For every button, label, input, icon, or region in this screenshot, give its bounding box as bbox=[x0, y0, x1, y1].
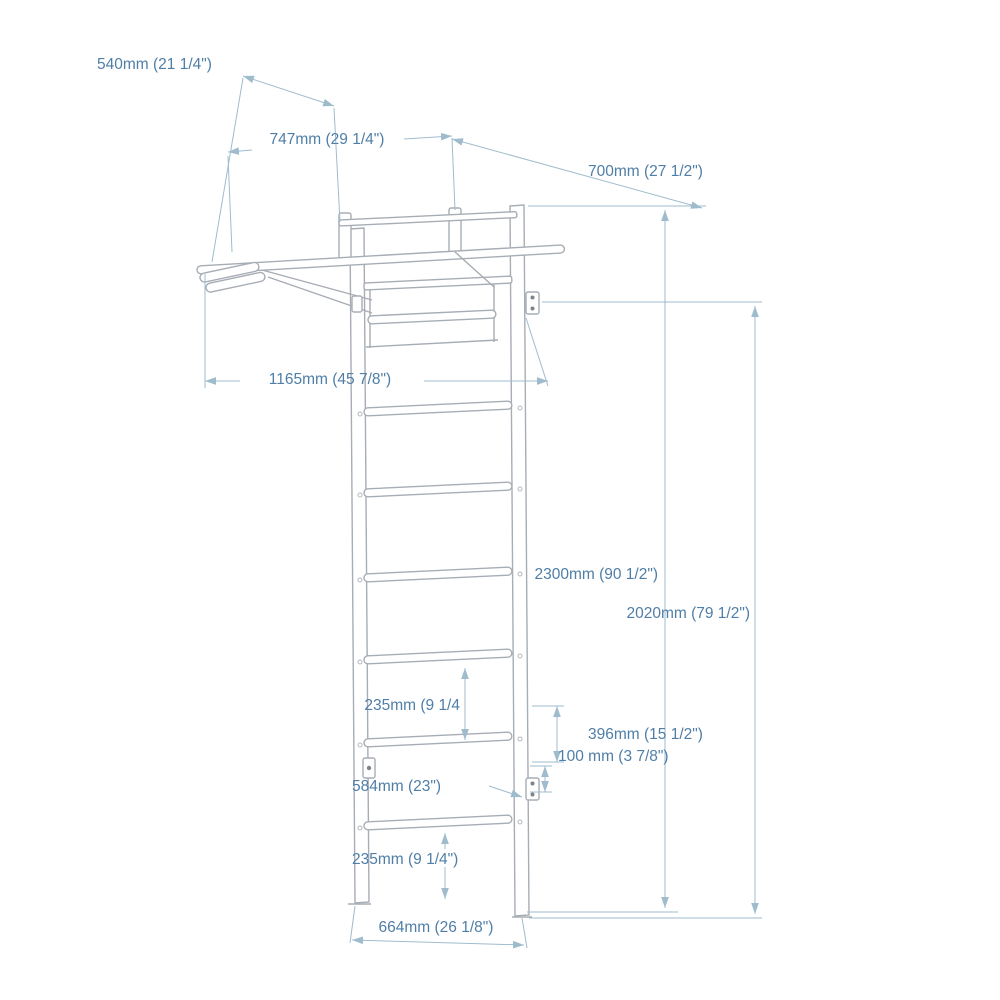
rung bbox=[363, 814, 513, 831]
upper-left-plate bbox=[351, 295, 363, 313]
dim-label-700: 700mm (27 1/2") bbox=[588, 163, 703, 180]
dim-leader-584 bbox=[488, 785, 523, 798]
dim-label-2020: 2020mm (79 1/2") bbox=[626, 605, 750, 622]
brace bbox=[261, 269, 373, 301]
dim-label-396: 396mm (15 1/2") bbox=[588, 726, 703, 743]
dimension-lines bbox=[204, 75, 762, 949]
dim-label-235-upper: 235mm (9 1/4 bbox=[364, 697, 460, 714]
wall-brackets bbox=[351, 291, 540, 801]
dim-line-664 bbox=[351, 936, 525, 949]
dim-label-1165: 1165mm (45 7/8") bbox=[269, 371, 391, 388]
dim-label-540: 540mm (21 1/4") bbox=[97, 56, 212, 73]
top-crossbar bbox=[338, 211, 518, 227]
dim-label-747: 747mm (29 1/4") bbox=[270, 131, 385, 148]
dim-line-700 bbox=[451, 138, 703, 209]
rung bbox=[363, 481, 513, 498]
dim-label-235-lower: 235mm (9 1/4") bbox=[352, 851, 458, 868]
dim-label-584: 584mm (23") bbox=[352, 778, 441, 795]
top-frame bbox=[363, 275, 513, 348]
rung bbox=[363, 731, 513, 748]
grip-handle bbox=[205, 271, 266, 293]
left-rail bbox=[349, 227, 370, 904]
grip-handle bbox=[199, 261, 260, 283]
rung bbox=[363, 566, 513, 583]
dim-label-664: 664mm (26 1/8") bbox=[379, 919, 494, 936]
pull-up-bar-drawing bbox=[196, 207, 566, 314]
rungs bbox=[363, 400, 513, 831]
brace bbox=[454, 251, 495, 288]
wall-bars-drawing bbox=[196, 204, 566, 918]
rung bbox=[363, 400, 513, 417]
upper-right-bracket bbox=[525, 291, 540, 315]
dim-label-2300: 2300mm (90 1/2") bbox=[534, 566, 658, 583]
frame-rung bbox=[367, 309, 497, 325]
rail-holes bbox=[357, 405, 523, 831]
dimension-labels: 540mm (21 1/4") 747mm (29 1/4") 700mm (2… bbox=[97, 56, 750, 936]
dim-line-540 bbox=[242, 75, 335, 107]
dim-line-747 bbox=[227, 147, 253, 155]
rung bbox=[363, 648, 513, 665]
lower-right-bracket bbox=[525, 777, 540, 801]
pull-up-bar bbox=[196, 244, 566, 275]
dim-label-100: 100 mm (3 7/8") bbox=[558, 748, 669, 765]
